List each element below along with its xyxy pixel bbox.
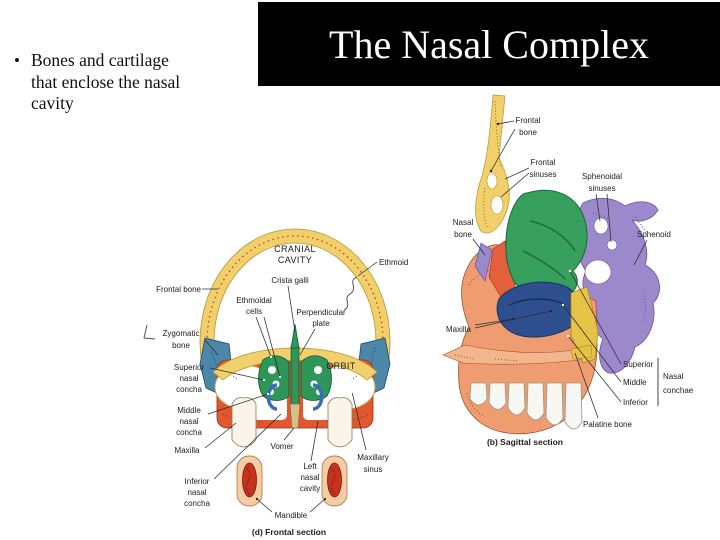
mandible-shapes [236,455,348,507]
label-ethmoidal-cells: Ethmoidal [236,296,272,305]
ethmoid-squiggle [343,276,358,311]
inferior-concha-shape [496,281,579,338]
label-left-nasal-cavity: cavity [300,484,320,493]
label-vomer: Vomer [270,442,293,451]
label-maxillary-sinus: Maxillary [357,453,389,462]
label-orbit: ORBIT [326,361,356,371]
label-middle-nasal-concha: concha [176,428,202,437]
label-cranial-cavity: CRANIAL [274,244,316,254]
label-superior-nasal-concha: concha [176,385,202,394]
label-concha-inferior: Inferior [623,398,648,407]
label-nasal-bone: Nasal [453,218,474,227]
sphenoid-shape [578,197,660,374]
title-bar: The Nasal Complex [258,2,720,86]
pointer-lines [202,261,378,513]
label-maxilla: Maxilla [175,446,200,455]
label-zygomatic-bone: bone [172,341,190,350]
sagittal-caption: (b) Sagittal section [487,437,563,447]
ethmoid-shapes [258,323,332,429]
label-sphenoidal-sinuses: sinuses [588,184,615,193]
palate-and-palatine [442,286,599,365]
teeth-row [469,382,583,430]
label-zygomatic-bone: Zygomatic [163,329,200,338]
label-sphenoid: Sphenoid [637,230,671,239]
label-nasal-conchae: Nasal [663,372,684,381]
label-frontal-bone: Frontal [516,116,541,125]
label-concha-middle: Middle [623,378,647,387]
label-superior-nasal-concha: nasal [179,374,198,383]
label-inferior-nasal-concha: Inferior [185,477,210,486]
bullet-glyph: • [14,51,20,70]
label-middle-nasal-concha: Middle [177,406,201,415]
label-middle-nasal-concha: nasal [179,417,198,426]
label-frontal-sinuses: Frontal [531,158,556,167]
frontal-bone-strip [475,94,510,234]
label-concha-superior: Superior [623,360,654,369]
upper-teeth [231,397,353,448]
label-maxilla: Maxilla [446,325,471,334]
label-palatine-bone: Palatine bone [583,420,632,429]
sagittal-section-diagram: Frontal bone Frontal sinuses Sphenoidal … [442,94,694,447]
label-sphenoidal-sinuses: Sphenoidal [582,172,622,181]
label-frontal-bone: Frontal bone [156,285,201,294]
label-crista-galli: Crista galli [271,276,309,285]
label-mandible: Mandible [275,511,308,520]
brow-band [212,347,378,381]
pointer-lines [472,120,659,419]
label-left-nasal-cavity: Left [303,462,317,471]
label-cranial-cavity: CAVITY [278,255,312,265]
bullet-block: • Bones and cartilage that enclose the n… [14,50,183,115]
label-frontal-sinuses: sinuses [529,170,556,179]
label-maxillary-sinus: sinus [364,465,383,474]
label-superior-nasal-concha: Superior [174,363,205,372]
label-inferior-nasal-concha: nasal [187,488,206,497]
label-nasal-conchae: conchae [663,386,694,395]
zygomatic-bracket [143,324,156,340]
label-left-nasal-cavity: nasal [300,473,319,482]
label-frontal-bone: bone [519,128,537,137]
label-inferior-nasal-concha: concha [184,499,210,508]
frontal-section-diagram: CRANIAL CAVITY ORBIT Ethmoid Frontal bon… [143,228,415,537]
frontal-caption: (d) Frontal section [252,527,326,537]
label-nasal-bone: bone [454,230,472,239]
label-perpendicular-plate: Perpendicular [296,308,346,317]
label-perpendicular-plate: plate [312,319,330,328]
label-ethmoidal-cells: cells [246,307,262,316]
bullet-text: Bones and cartilage that enclose the nas… [30,50,181,113]
label-ethmoid: Ethmoid [379,258,408,267]
slide-title: The Nasal Complex [329,21,649,67]
nasal-bone-shape [474,242,493,282]
